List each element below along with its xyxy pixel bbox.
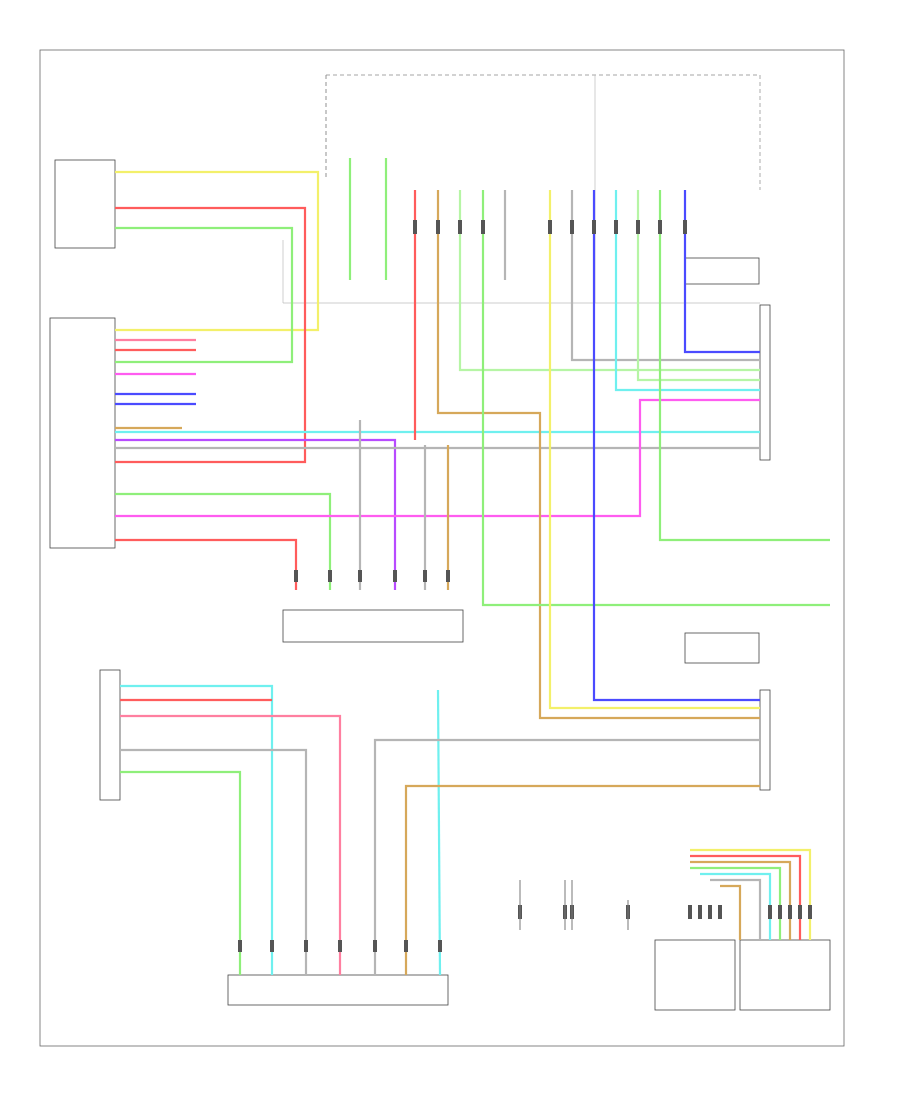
top-connector-pin <box>683 220 687 234</box>
top-connector-pin <box>570 220 574 234</box>
top-connector-pin <box>636 220 640 234</box>
ground-switch-box-1 <box>684 257 760 285</box>
top-connector-pin <box>413 220 417 234</box>
handle-connector-pin <box>328 570 332 582</box>
wire-green-rear <box>120 770 242 975</box>
top-connector-pin <box>436 220 440 234</box>
wire-lightgreen-top-2 <box>636 190 760 382</box>
sensor-connector-pin <box>768 905 772 919</box>
regulator-connector-pin <box>238 940 242 952</box>
wire-yellow-top <box>548 190 760 710</box>
wire-cyan-rear <box>120 684 274 975</box>
sensor-connector-pin <box>708 905 712 919</box>
wire-green-switch-2 <box>115 492 332 590</box>
wire-gray-rear <box>120 748 308 975</box>
wire-tan-rear <box>404 784 760 975</box>
sensor-group-box-2 <box>739 939 831 1011</box>
top-connector-pin <box>592 220 596 234</box>
handle-connector-pin <box>393 570 397 582</box>
handle-connector-pin <box>423 570 427 582</box>
wire-cyan-top <box>614 190 760 392</box>
wire-red-lock <box>115 206 307 464</box>
sensor-connector-pin <box>778 905 782 919</box>
top-connector-pin <box>458 220 462 234</box>
left-front-outside-handle-box <box>282 609 464 643</box>
wire-blue-top <box>592 190 760 702</box>
wire-gray-sensor <box>710 878 762 940</box>
wire-tan-top <box>436 190 760 720</box>
regulator-connector-pin <box>438 940 442 952</box>
handle-connector-pin <box>446 570 450 582</box>
wire-green-top-3 <box>658 190 830 542</box>
top-connector-pin <box>548 220 552 234</box>
regulator-connector-pin <box>338 940 342 952</box>
ground-switch-box-2 <box>684 632 760 664</box>
left-rear-door-lock-box <box>99 669 121 801</box>
sensor-connector-pin <box>688 905 692 919</box>
left-rear-window-regulator-box <box>227 974 449 1006</box>
shielded-harness-lines <box>282 74 761 304</box>
sensor-connector-pin <box>788 905 792 919</box>
wire-yellow-lock <box>115 170 320 332</box>
component-boxes <box>49 159 831 1011</box>
wire-green-sensor <box>690 866 782 940</box>
top-connector-pin <box>614 220 618 234</box>
wire-tan-sensor-2 <box>720 884 742 940</box>
wire-purple-switch <box>115 438 397 590</box>
wires <box>115 158 830 976</box>
wire-gray-rear-2 <box>373 738 760 975</box>
wire-blue-top-2 <box>683 190 760 354</box>
power-window-switch-box <box>49 317 116 549</box>
handle-connector-pin <box>358 570 362 582</box>
wire-green-top-2 <box>481 190 830 607</box>
wire-red-switch-3 <box>115 538 298 590</box>
connector-pins <box>238 220 812 952</box>
sensor-connector-pin <box>808 905 812 919</box>
sensor-connector-pin <box>718 905 722 919</box>
left-front-door-module-right-box <box>759 304 771 461</box>
top-connector-pin <box>481 220 485 234</box>
diagram-frame <box>39 49 845 1047</box>
regulator-connector-pin <box>373 940 377 952</box>
wire-green-lock <box>115 226 294 364</box>
wire-gray-top-2 <box>570 190 760 362</box>
wire-magenta-switch-2 <box>115 398 760 518</box>
sensor-connector-pin <box>798 905 802 919</box>
wire-yellow-sensor <box>690 848 812 940</box>
regulator-connector-pin <box>304 940 308 952</box>
regulator-connector-pin <box>404 940 408 952</box>
left-front-door-lock-box <box>54 159 116 249</box>
wire-cyan-rear-2 <box>436 689 442 976</box>
left-rear-door-module-box <box>759 689 771 791</box>
wire-pink-rear <box>120 714 342 975</box>
sensor-group-box-1 <box>654 939 736 1011</box>
sensor-connector-pin <box>698 905 702 919</box>
regulator-connector-pin <box>270 940 274 952</box>
top-connector-pin <box>658 220 662 234</box>
handle-connector-pin <box>294 570 298 582</box>
